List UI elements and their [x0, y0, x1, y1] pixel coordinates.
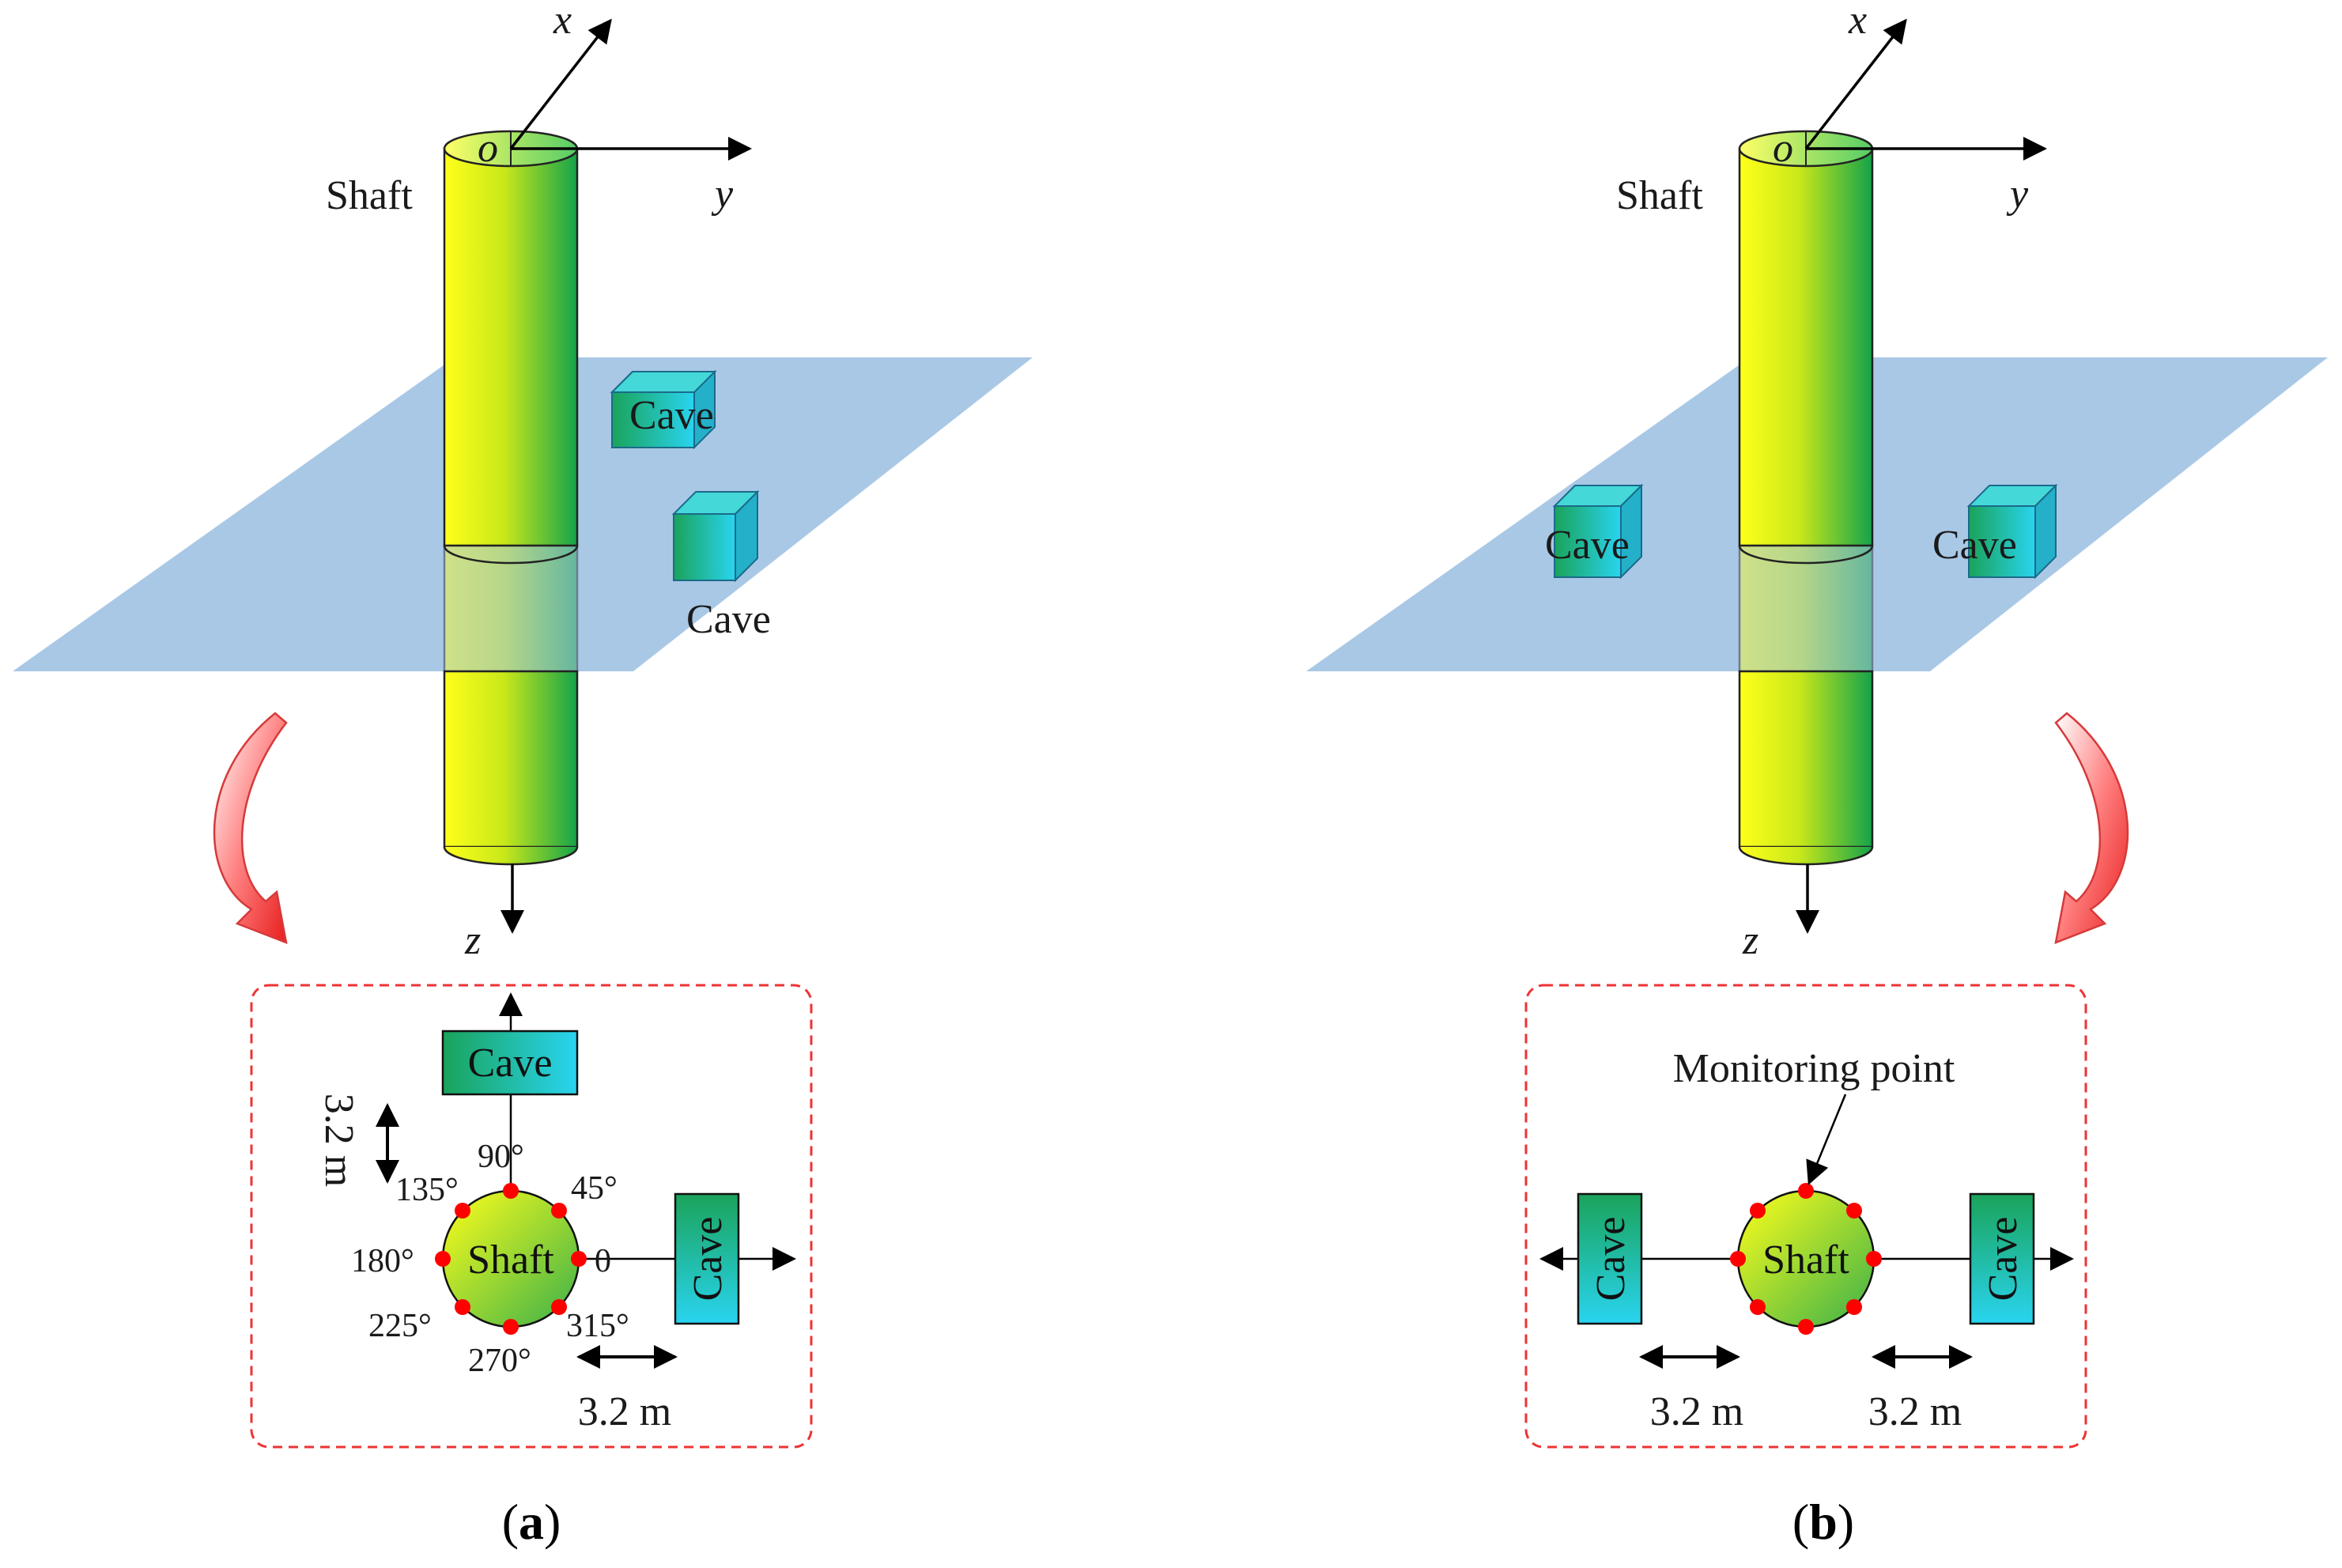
cave-cube-2-b — [1966, 483, 2058, 580]
shaft-mid-rim-a — [443, 545, 579, 565]
monitoring-point-a-180 — [435, 1251, 451, 1267]
axis-x-label-a: x — [553, 0, 572, 43]
angle-315-label: 315° — [566, 1308, 629, 1344]
inset-b-cave-right — [1969, 1192, 2035, 1325]
inset-box-a — [250, 984, 813, 1449]
angle-180-label: 180° — [351, 1243, 414, 1279]
shaft-body-lower-a — [443, 670, 579, 848]
axis-x-line-b — [1804, 18, 1907, 150]
axis-z-label-a: z — [464, 918, 481, 963]
monitoring-point-b-315 — [1846, 1299, 1862, 1315]
inset-b-distance-right-label: 3.2 m — [1868, 1389, 1962, 1434]
monitoring-point-b-90 — [1798, 1183, 1814, 1199]
monitoring-point-a-225 — [455, 1299, 470, 1315]
caption-b-close: ) — [1838, 1494, 1854, 1550]
monitoring-point-a-45 — [551, 1203, 567, 1219]
monitoring-point-b-270 — [1798, 1319, 1814, 1335]
axis-z-label-b: z — [1742, 918, 1758, 963]
shaft-mid-rim-b — [1738, 545, 1874, 565]
monitoring-point-b-225 — [1750, 1299, 1766, 1315]
angle-0-label: 0 — [595, 1243, 611, 1279]
inset-a-distance-horizontal-label: 3.2 m — [578, 1389, 671, 1434]
monitoring-point-b-180 — [1730, 1251, 1746, 1267]
inset-b-cave-right-label: Cave — [1981, 1217, 2026, 1302]
monitoring-point-a-270 — [503, 1319, 519, 1335]
shaft-body-lower-b — [1738, 670, 1874, 848]
monitoring-point-b-135 — [1750, 1203, 1766, 1219]
inset-b-cave-left-label: Cave — [1588, 1217, 1634, 1302]
axis-y-label-a: y — [711, 172, 734, 217]
shaft-body-in-plane-b — [1738, 544, 1874, 673]
inset-a-cave-right — [674, 1192, 740, 1325]
origin-label-a: o — [478, 126, 498, 171]
monitoring-point-label: Monitoring point — [1673, 1046, 1955, 1091]
cave-label-2-a: Cave — [686, 597, 771, 642]
inset-a-monitoring-points — [435, 1183, 587, 1335]
monitoring-point-a-0 — [571, 1251, 587, 1267]
inset-box-b — [1524, 984, 2087, 1449]
shaft-body-upper-b — [1738, 147, 1874, 547]
shaft-body-upper-a — [443, 147, 579, 547]
inset-b-distance-left-label: 3.2 m — [1650, 1389, 1743, 1434]
shaft-label-a: Shaft — [326, 173, 413, 218]
monitoring-point-a-315 — [551, 1299, 567, 1315]
monitoring-point-b-45 — [1846, 1203, 1862, 1219]
inset-a-cave-right-label: Cave — [686, 1217, 731, 1302]
monitoring-point-a-90 — [503, 1183, 519, 1199]
cave-label-1-a: Cave — [629, 393, 714, 438]
shaft-body-in-plane-a — [443, 544, 579, 673]
cave-cube-1-a — [610, 369, 717, 450]
angle-225-label: 225° — [368, 1308, 432, 1344]
panel-b: x y z o Shaft Cave Cave Cave Cave — [1306, 0, 2328, 1550]
inset-a-distance-vertical-label: 3.2 m — [316, 1094, 361, 1187]
origin-label-b: o — [1773, 126, 1793, 171]
caption-a-open: ( — [502, 1494, 519, 1550]
angle-45-label: 45° — [571, 1170, 618, 1207]
monitoring-point-pointer — [1806, 1094, 1847, 1185]
cave-cube-1-b — [1552, 483, 1644, 580]
inset-a-shaft-label: Shaft — [467, 1237, 554, 1283]
angle-270-label: 270° — [468, 1343, 531, 1379]
shaft-label-b: Shaft — [1616, 173, 1703, 218]
cave-label-2-b: Cave — [1932, 523, 2017, 568]
shaft-bottom-rim-b — [1738, 846, 1874, 866]
caption-b-open: ( — [1792, 1494, 1809, 1550]
cave-label-1-b: Cave — [1545, 523, 1630, 568]
caption-b: (b) — [1792, 1494, 1854, 1550]
monitoring-point-a-135 — [455, 1203, 470, 1219]
angle-90-label: 90° — [478, 1139, 524, 1175]
panel-a: x y z o Shaft Cave Cave Cave — [13, 0, 1033, 1550]
caption-b-letter: b — [1809, 1494, 1838, 1550]
cave-cube-2-a — [671, 489, 760, 583]
angle-135-label: 135° — [395, 1172, 459, 1208]
shaft-bottom-rim-a — [443, 846, 579, 866]
inset-b-shaft-label: Shaft — [1762, 1237, 1849, 1283]
inset-b-cave-left — [1577, 1192, 1643, 1325]
red-curved-arrow-a — [213, 712, 288, 944]
inset-a-cave-top — [441, 1030, 579, 1096]
caption-a-letter: a — [519, 1494, 544, 1550]
axis-x-line-a — [509, 18, 612, 150]
red-curved-arrow-b — [2054, 712, 2129, 944]
inset-a-cave-top-label: Cave — [468, 1041, 553, 1086]
inset-b-monitoring-points — [1730, 1183, 1882, 1335]
axis-x-label-b: x — [1848, 0, 1867, 43]
axis-y-label-b: y — [2006, 172, 2029, 217]
caption-a: (a) — [502, 1494, 561, 1550]
monitoring-point-b-0 — [1866, 1251, 1882, 1267]
caption-a-close: ) — [544, 1494, 561, 1550]
